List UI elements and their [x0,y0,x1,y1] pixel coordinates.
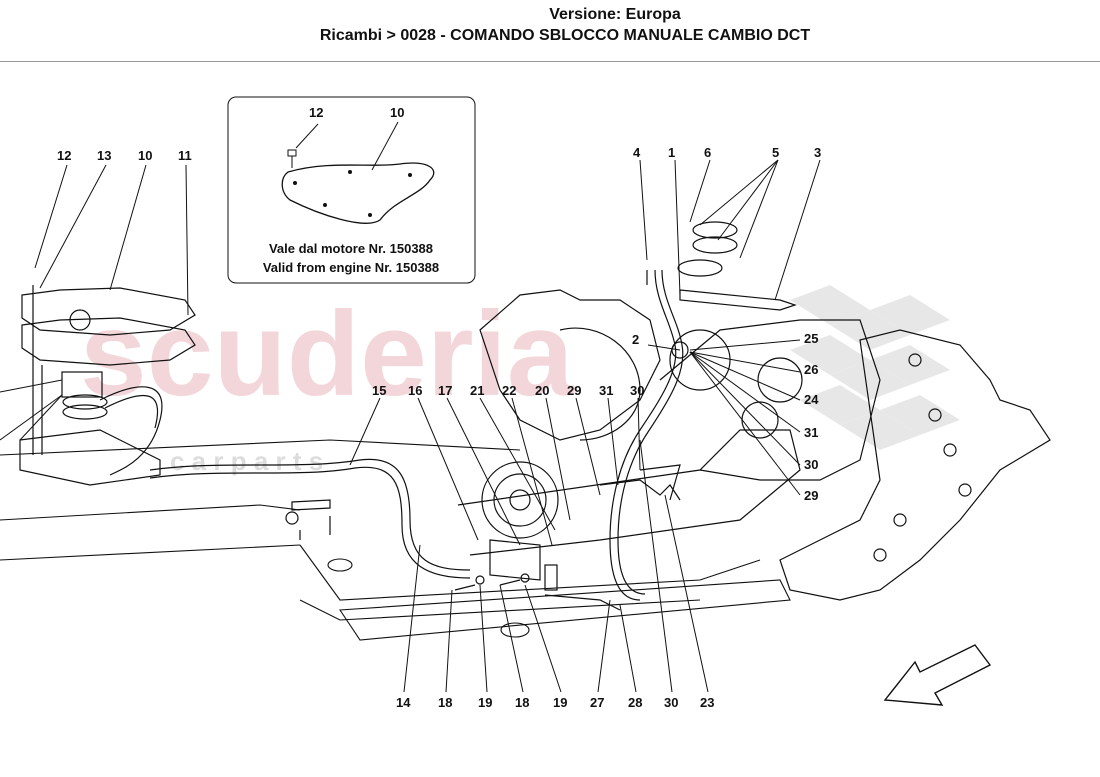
callout-6: 6 [704,145,711,160]
callout-20: 20 [535,383,549,398]
inset-note-it: Vale dal motore Nr. 150388 [269,241,433,256]
callout-30-mid: 30 [630,383,644,398]
top-actuator [609,221,797,601]
callout-23: 23 [700,695,714,710]
inset-callout-10: 10 [390,105,404,120]
callout-3: 3 [814,145,821,160]
cover-plate-gasket [281,162,435,224]
callout-30: 30 [804,457,818,472]
callout-31-mid: 31 [599,383,613,398]
callout-24: 24 [804,392,819,407]
callout-16: 16 [408,383,422,398]
version-label: Versione: Europa [549,6,681,23]
bottom-fittings [454,464,681,611]
callout-1: 1 [668,145,675,160]
inset-note-en: Valid from engine Nr. 150388 [263,260,439,275]
callout-11: 11 [178,148,192,163]
callout-18-b: 18 [515,695,529,710]
callout-27: 27 [590,695,604,710]
left-bracket [285,499,331,540]
callout-30-bottom: 30 [664,695,678,710]
leader-lines [0,159,821,693]
callout-19: 19 [478,695,492,710]
floor-platform [0,439,791,641]
inset-callout-12: 12 [309,105,323,120]
callout-12: 12 [57,148,71,163]
callout-14: 14 [396,695,411,710]
right-mount-bracket [779,329,1051,601]
callout-17: 17 [438,383,452,398]
inset-panel: 12 10 Vale dal motore Nr. 150388 Valid f… [227,96,476,284]
callout-13: 13 [97,148,111,163]
callout-26: 26 [804,362,818,377]
bolt-icon [287,149,297,157]
page-header: Versione: Europa Ricambi > 0028 - COMAND… [0,0,1100,62]
callout-29: 29 [804,488,818,503]
callout-29-mid: 29 [567,383,581,398]
callout-18: 18 [438,695,452,710]
callout-21: 21 [470,383,484,398]
watermark-sub: c a r p a r t s [170,446,323,476]
gearbox-housing [457,289,881,556]
watermark: scuderia c a r p a r t s [80,285,960,476]
callout-5: 5 [772,145,779,160]
page-title: Ricambi > 0028 - COMANDO SBLOCCO MANUALE… [319,27,811,44]
callout-31: 31 [804,425,818,440]
header-divider [0,61,1100,62]
callout-25: 25 [804,331,818,346]
watermark-brand: scuderia [80,287,575,421]
callout-15: 15 [372,383,386,398]
direction-arrow-icon [883,644,992,706]
callout-22: 22 [502,383,516,398]
callout-19-b: 19 [553,695,567,710]
callout-10: 10 [138,148,152,163]
callout-labels: 12 13 10 11 4 1 6 5 3 25 26 24 31 30 29 … [57,145,821,710]
callout-4: 4 [633,145,641,160]
callout-2: 2 [632,332,639,347]
callout-28: 28 [628,695,642,710]
